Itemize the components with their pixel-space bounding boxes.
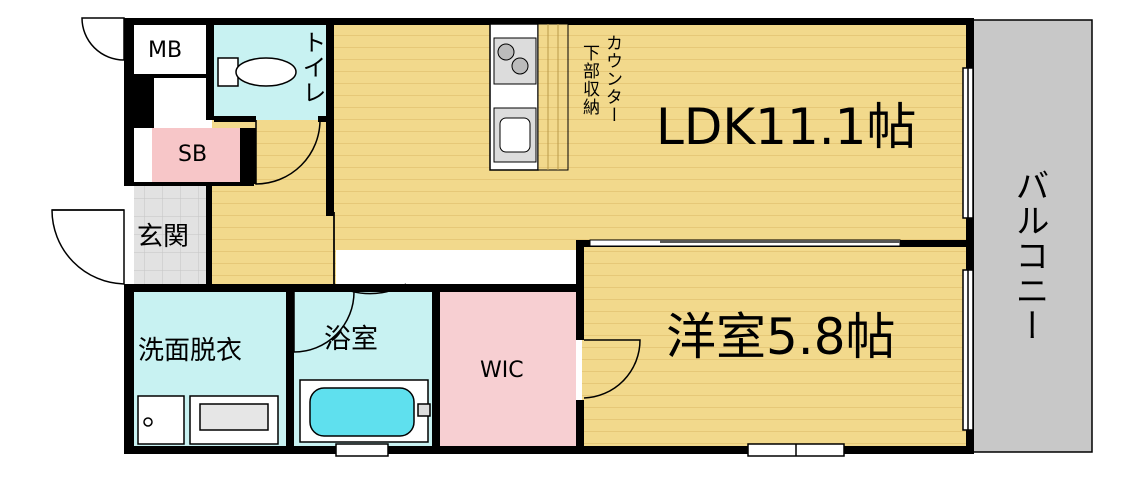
western-floor [582, 250, 968, 448]
washroom-fixtures [137, 395, 279, 445]
counter-note-line-1: カウンター [602, 34, 622, 124]
meter-box-label: MB [148, 38, 183, 63]
balcony-label: バルコニー [1009, 168, 1049, 343]
windows [335, 67, 974, 457]
meter-box-area [132, 24, 212, 78]
western-room-label: 洋室5.8帖 [666, 308, 896, 366]
bathtub [299, 379, 431, 443]
shoe-box-label: SB [178, 142, 208, 167]
ldk-label: LDK11.1帖 [656, 98, 917, 156]
shoe-box-area [152, 128, 240, 184]
entrance-label: 玄関 [137, 222, 190, 252]
closet-label: WIC [480, 358, 524, 383]
kitchen-counter [489, 23, 569, 171]
sliding-door [589, 239, 901, 247]
door-swings [51, 17, 641, 399]
balcony-area [971, 19, 1093, 453]
counter-note-line-2: 下部収納 [579, 44, 599, 116]
ldk-floor [332, 24, 968, 250]
entrance-tile [134, 186, 212, 284]
toilet-fixture [217, 57, 297, 87]
toilet-label: トイレ [298, 30, 326, 105]
washroom-label: 洗面脱衣 [138, 336, 243, 366]
closet-floor [440, 292, 576, 448]
bathroom-label: 浴室 [324, 324, 378, 355]
